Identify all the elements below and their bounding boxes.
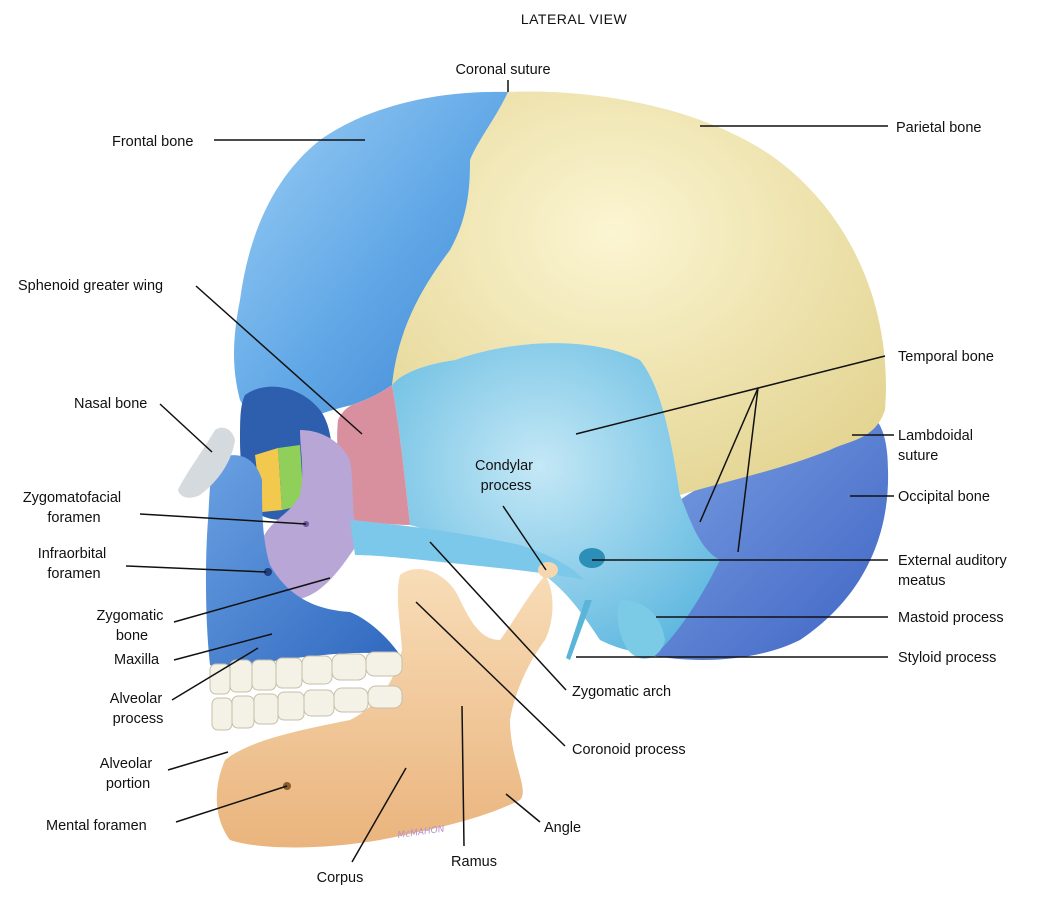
frontal-bone [234,91,508,431]
label-zygomaticofacial-foramen: Zygomatofacial foramen [23,490,125,526]
label-alveolar-process: Alveolar process [110,691,166,727]
label-zygomatic-bone-line1: Zygomatic [97,608,164,624]
label-condylar-process: Condylar process [475,458,537,494]
label-frontal-bone: Frontal bone [112,134,193,150]
label-lambdoidal-suture-line2: suture [898,448,938,464]
label-mental-foramen: Mental foramen [46,818,147,834]
label-occipital-bone: Occipital bone [898,489,990,505]
label-nasal-bone: Nasal bone [74,396,147,412]
label-sphenoid-greater-wing: Sphenoid greater wing [18,278,163,294]
label-lambdoidal-suture-line1: Lambdoidal [898,428,973,444]
auditory-meatus-shape [579,548,605,568]
label-external-auditory-meatus-line1: External auditory [898,553,1008,569]
teeth-lower [211,685,403,731]
ethmoid-bone [278,445,304,510]
zygomatic-bone [261,430,360,600]
label-zygomatic-arch: Zygomatic arch [572,684,671,700]
styloid-shape [566,600,592,660]
label-external-auditory-meatus: External auditory meatus [898,553,1011,589]
label-external-auditory-meatus-line2: meatus [898,573,946,589]
label-condylar-process-line2: process [481,478,532,494]
teeth-upper [209,651,403,695]
label-lambdoidal-suture: Lambdoidal suture [898,428,977,464]
condyle-head [538,562,558,578]
label-infraorbital-foramen-line1: Infraorbital [38,546,107,562]
label-ramus: Ramus [451,854,497,870]
label-alveolar-portion-line1: Alveolar [100,756,153,772]
maxilla-bone [205,455,400,668]
occipital-bone [650,412,889,660]
label-zygomatic-bone: Zygomatic bone [97,608,168,644]
label-infraorbital-foramen-line2: foramen [47,566,100,582]
label-alveolar-portion: Alveolar portion [100,756,156,792]
label-zygomatic-bone-line2: bone [116,628,148,644]
label-temporal-bone: Temporal bone [898,349,994,365]
label-infraorbital-foramen: Infraorbital foramen [38,546,111,582]
label-maxilla: Maxilla [114,652,160,668]
label-zygomaticofacial-foramen-line1: Zygomatofacial [23,490,121,506]
label-alveolar-process-line1: Alveolar [110,691,163,707]
nasal-bone-shape [178,427,235,498]
label-alveolar-portion-line2: portion [106,776,150,792]
parietal-bone [392,91,886,495]
labels: LATERAL VIEW Coronal suture Frontal bone… [18,11,1011,886]
label-mastoid-process: Mastoid process [898,610,1004,626]
skull-illustration: McMAHON [178,91,889,848]
label-alveolar-process-line2: process [113,711,164,727]
label-zygomaticofacial-foramen-line2: foramen [47,510,100,526]
sphenoid-greater-wing [337,385,410,525]
mastoid-shape [617,600,665,659]
infraorbital-foramen-dot [264,568,272,576]
label-coronoid-process: Coronoid process [572,742,686,758]
label-angle: Angle [544,820,581,836]
label-styloid-process: Styloid process [898,650,996,666]
diagram-title: LATERAL VIEW [521,11,628,27]
zygomatic-arch-shape [350,520,585,580]
label-condylar-process-line1: Condylar [475,458,533,474]
temporal-bone [392,343,720,652]
label-corpus: Corpus [317,870,364,886]
leader-lines [125,80,894,863]
label-parietal-bone: Parietal bone [896,120,981,136]
label-coronal-suture: Coronal suture [455,62,550,78]
